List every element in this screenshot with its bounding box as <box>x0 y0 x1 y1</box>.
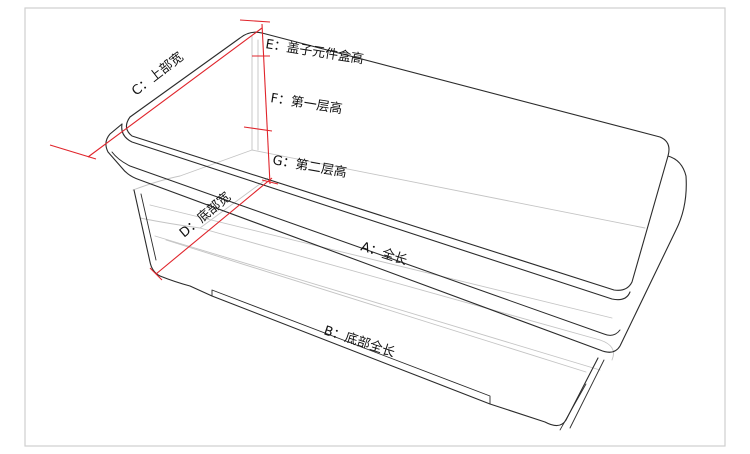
lid-flange-inner <box>111 151 621 336</box>
dimension-lines <box>49 19 279 281</box>
lid-flange <box>105 123 687 353</box>
dim-c-tick-left <box>49 144 97 160</box>
dim-height-tick-top <box>239 19 271 23</box>
dim-height-tick-f <box>243 126 273 132</box>
dim-c-top-width <box>87 27 263 158</box>
dim-d-bottom-width <box>155 177 273 275</box>
base-left-edge <box>133 189 161 277</box>
base-left-edge-inner <box>140 193 157 261</box>
dim-d-tick <box>149 267 163 281</box>
base-bottom-step <box>211 289 491 405</box>
dim-height-tick-g <box>261 179 279 185</box>
base-right-edge-2 <box>569 359 605 429</box>
dim-e-f-g-height <box>261 23 271 185</box>
lid-plate-edge <box>121 123 631 301</box>
figure-frame <box>24 7 726 447</box>
base-bottom-edge <box>159 275 567 427</box>
base-right-edge-3 <box>559 383 587 431</box>
box-drawing <box>105 31 687 431</box>
